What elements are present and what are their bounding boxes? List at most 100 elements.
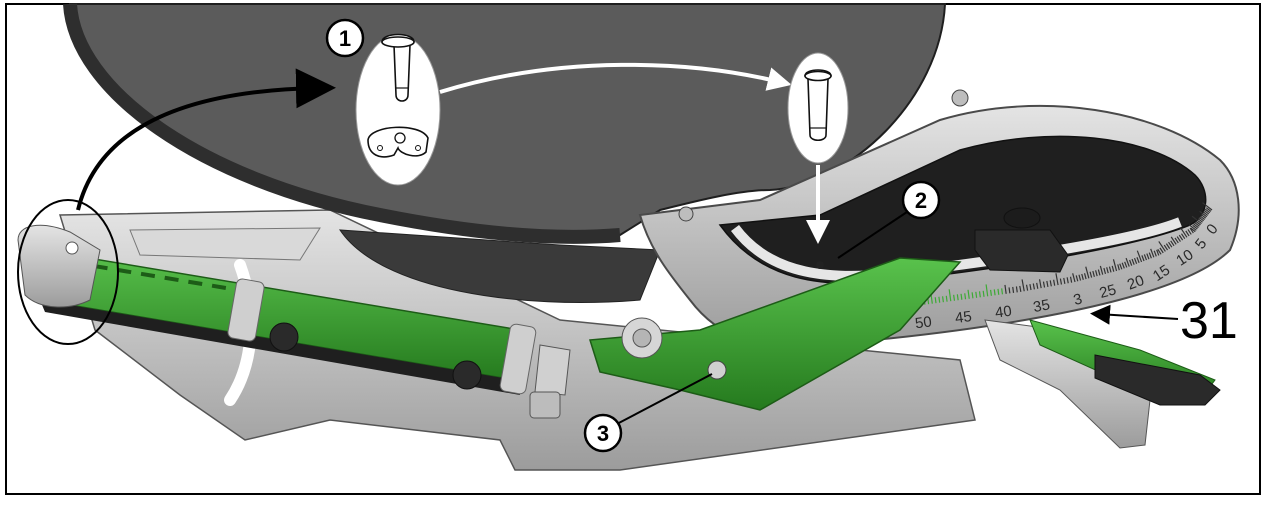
scale-tick: [997, 288, 1000, 295]
scale-tick: [1066, 277, 1069, 284]
callout-1-label: 1: [339, 26, 351, 51]
scale-tick: [1069, 276, 1073, 283]
scale-tick: [1055, 273, 1059, 286]
scale-tick: [1092, 270, 1095, 277]
scale-tick: [1046, 280, 1049, 288]
scale-tick: [1089, 271, 1093, 278]
scale-tick: [993, 289, 996, 296]
scale-tick: [975, 291, 978, 298]
scale-tick: [1202, 202, 1213, 211]
scale-tick: [1191, 215, 1202, 225]
callout-3-label: 3: [597, 421, 609, 446]
scale-tick: [1188, 224, 1197, 231]
callout-pin-target-bubble: [787, 52, 849, 164]
scale-tick: [1179, 226, 1188, 238]
scale-tick: [1174, 237, 1179, 244]
scale-tick: [1194, 222, 1200, 227]
scale-tick: [1176, 236, 1181, 242]
rod-nut-1: [269, 322, 299, 352]
scale-tick: [1108, 266, 1112, 273]
disc-rim: [63, 3, 621, 244]
arrow-icon: [76, 68, 336, 211]
rod-collar: [227, 278, 265, 342]
scale-label: 35: [1032, 296, 1051, 316]
scale-tick: [1131, 258, 1135, 265]
scale-tick: [1187, 229, 1192, 235]
scale-tick: [1178, 234, 1184, 241]
reference-31-leader: [1090, 304, 1179, 325]
scale-tick: [982, 290, 985, 297]
reference-31-label: 31: [1180, 292, 1238, 350]
scale-tick: [1159, 247, 1164, 254]
scale-tick: [1075, 275, 1079, 282]
disc-hub: [339, 229, 661, 303]
scale-tick: [1078, 274, 1082, 281]
locking-screw-head: [707, 360, 727, 380]
rod-end-pin: [65, 241, 79, 255]
scale-tick: [1111, 265, 1115, 272]
scale-tick: [1197, 218, 1203, 223]
scale-tick: [1133, 257, 1138, 264]
scale-tick: [960, 293, 963, 300]
scale-tick: [1029, 283, 1032, 291]
scale-tick: [1015, 286, 1018, 293]
scale-tick: [1204, 208, 1211, 214]
scale-tick: [1158, 241, 1166, 252]
scale-tick: [1021, 279, 1025, 292]
scale-tick: [971, 292, 974, 299]
scale-tick: [978, 291, 981, 298]
scale-tick: [1202, 211, 1209, 216]
scale-label: 10: [1173, 246, 1196, 269]
arm-screw-top: [951, 89, 969, 107]
scale-tick: [1156, 249, 1160, 256]
scale-tick: [1097, 269, 1101, 276]
green-bracket: [589, 257, 962, 411]
scale-tick: [1125, 257, 1130, 267]
scale-tick: [1083, 273, 1087, 280]
scale-tick: [938, 296, 941, 303]
rod-nut-2: [452, 360, 482, 390]
scale-tick: [945, 295, 948, 302]
lever-grip: [1094, 354, 1221, 406]
callout-1: 1: [325, 18, 365, 58]
rod-collar-end: [499, 323, 537, 395]
callout-2-label: 2: [915, 188, 927, 213]
scale-label: 50: [914, 313, 933, 332]
scale-tick: [1012, 286, 1015, 293]
indicator-knob-cap: [1003, 207, 1041, 229]
scale-tick: [1199, 210, 1208, 218]
scale-tick: [1001, 288, 1004, 295]
scale-tick: [1141, 255, 1145, 262]
scale-tick: [1203, 209, 1210, 215]
scale-tick: [1157, 248, 1162, 255]
scale-label: 20: [1125, 272, 1147, 294]
indicator-knob: [974, 229, 1069, 273]
scale-label: 45: [954, 308, 973, 327]
scale-tick: [1205, 207, 1212, 212]
scale-tick: [1192, 224, 1198, 230]
rod-end-eye: [17, 224, 101, 308]
scale-tick: [1163, 244, 1169, 251]
scale-tick: [1036, 282, 1039, 289]
scale-tick: [1063, 277, 1066, 284]
scale-tick: [953, 294, 956, 301]
scale-tick: [1136, 257, 1140, 264]
scale-tick: [1200, 213, 1207, 219]
lynch-clip-icon: [367, 126, 429, 158]
scale-tick: [985, 284, 989, 297]
scale-tick: [1053, 279, 1056, 286]
callout-2: 2: [901, 180, 941, 220]
scale-tick: [1150, 248, 1155, 258]
scale-tick: [934, 297, 937, 304]
scale-tick: [956, 294, 959, 301]
scale-tick: [1121, 262, 1125, 269]
scale-tick: [1103, 267, 1107, 275]
rod-end-highlight: [17, 199, 119, 345]
scale-tick: [1008, 287, 1011, 294]
scale-tick: [1124, 261, 1128, 268]
scale-tick: [1119, 263, 1123, 270]
scale-tick: [1185, 230, 1190, 237]
callout-1-bubble: [355, 33, 441, 186]
